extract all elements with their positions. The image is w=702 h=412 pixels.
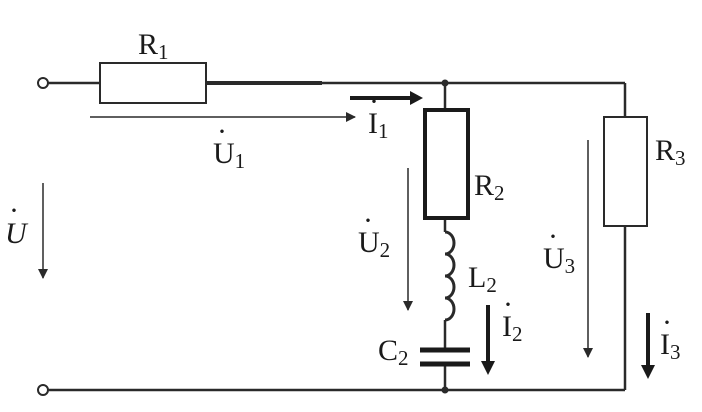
terminal-top — [37, 77, 49, 89]
label-r2: R2 — [474, 169, 505, 205]
resistor-r1 — [99, 62, 207, 104]
label-i2: I2 — [502, 310, 523, 346]
dot-i1: · — [369, 85, 379, 118]
label-l2: L2 — [468, 261, 497, 297]
inductor-l2 — [444, 230, 456, 322]
terminal-bottom — [37, 384, 49, 396]
label-r1: R1 — [138, 28, 169, 64]
label-u: U — [5, 217, 29, 250]
dot-u3: · — [548, 220, 558, 253]
dot-u1: · — [217, 115, 227, 148]
label-u1: U1 — [213, 137, 245, 173]
arrow-i2-head — [481, 361, 495, 375]
label-u2: U2 — [358, 226, 390, 262]
dot-i2: · — [503, 288, 513, 321]
junction-bottom — [441, 386, 449, 394]
resistor-r2 — [423, 108, 470, 220]
label-i1: I1 — [368, 107, 389, 143]
junction-top — [441, 79, 449, 87]
label-i3: I3 — [660, 328, 681, 364]
arrow-i1-head — [410, 91, 423, 105]
dot-u: · — [9, 194, 19, 227]
dot-u2: · — [363, 204, 373, 237]
resistor-r3 — [603, 116, 648, 227]
label-c2: C2 — [378, 334, 409, 370]
label-r3: R3 — [655, 134, 686, 170]
arrow-i3-head — [641, 365, 655, 379]
label-u3: U3 — [543, 242, 575, 278]
dot-i3: · — [662, 306, 672, 339]
